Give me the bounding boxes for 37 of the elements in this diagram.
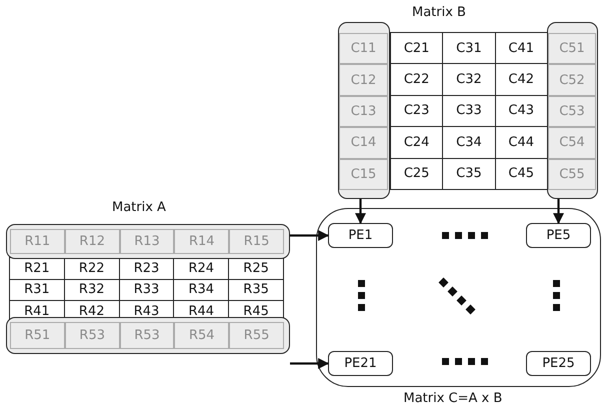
matrix-title: Matrix B: [412, 5, 466, 20]
highlighted-column: [547, 22, 598, 199]
matrix-entry: C53: [548, 96, 596, 128]
matrix-entry: C55: [548, 158, 596, 190]
matrix-entry: C51: [548, 33, 596, 64]
arrow: [290, 358, 330, 369]
processing-element-box: PE1: [328, 223, 393, 248]
matrix-entry: C14: [339, 127, 388, 159]
matrix-entry: C15: [339, 158, 388, 190]
matrix-entry: C25: [390, 158, 444, 190]
matrix-entry: R12: [64, 229, 120, 254]
matrix-entry: C52: [548, 64, 596, 96]
matrix-entry: R15: [229, 229, 284, 254]
matrix-entry: C54: [548, 127, 596, 159]
matrix-caption: Matrix C=A x B: [404, 391, 502, 406]
processing-element-box: PE21: [328, 351, 393, 376]
processing-element-box: PE25: [526, 351, 591, 376]
matrix-entry: R54: [174, 322, 230, 349]
matrix-entry: C13: [339, 96, 388, 128]
matrix-entry: R14: [174, 229, 230, 254]
highlighted-row: [6, 224, 290, 259]
matrix-entry: C21: [390, 32, 444, 64]
matrix-entry: R51: [10, 322, 65, 349]
arrow: [290, 230, 330, 241]
matrix-entry: R55: [229, 322, 284, 349]
matrix-entry: R53: [120, 322, 174, 349]
highlighted-column: [338, 22, 390, 199]
matrix-entry: C11: [339, 33, 388, 64]
processing-element-box: PE5: [526, 223, 591, 248]
matrix-entry: R13: [120, 229, 174, 254]
highlighted-row: [6, 317, 290, 354]
arrow: [355, 199, 366, 224]
arrow: [553, 199, 564, 224]
matrix-title: Matrix A: [112, 200, 166, 215]
matrix-entry: C12: [339, 64, 388, 96]
matrix-entry: R53: [64, 322, 120, 349]
matrix-entry: R11: [10, 229, 65, 254]
